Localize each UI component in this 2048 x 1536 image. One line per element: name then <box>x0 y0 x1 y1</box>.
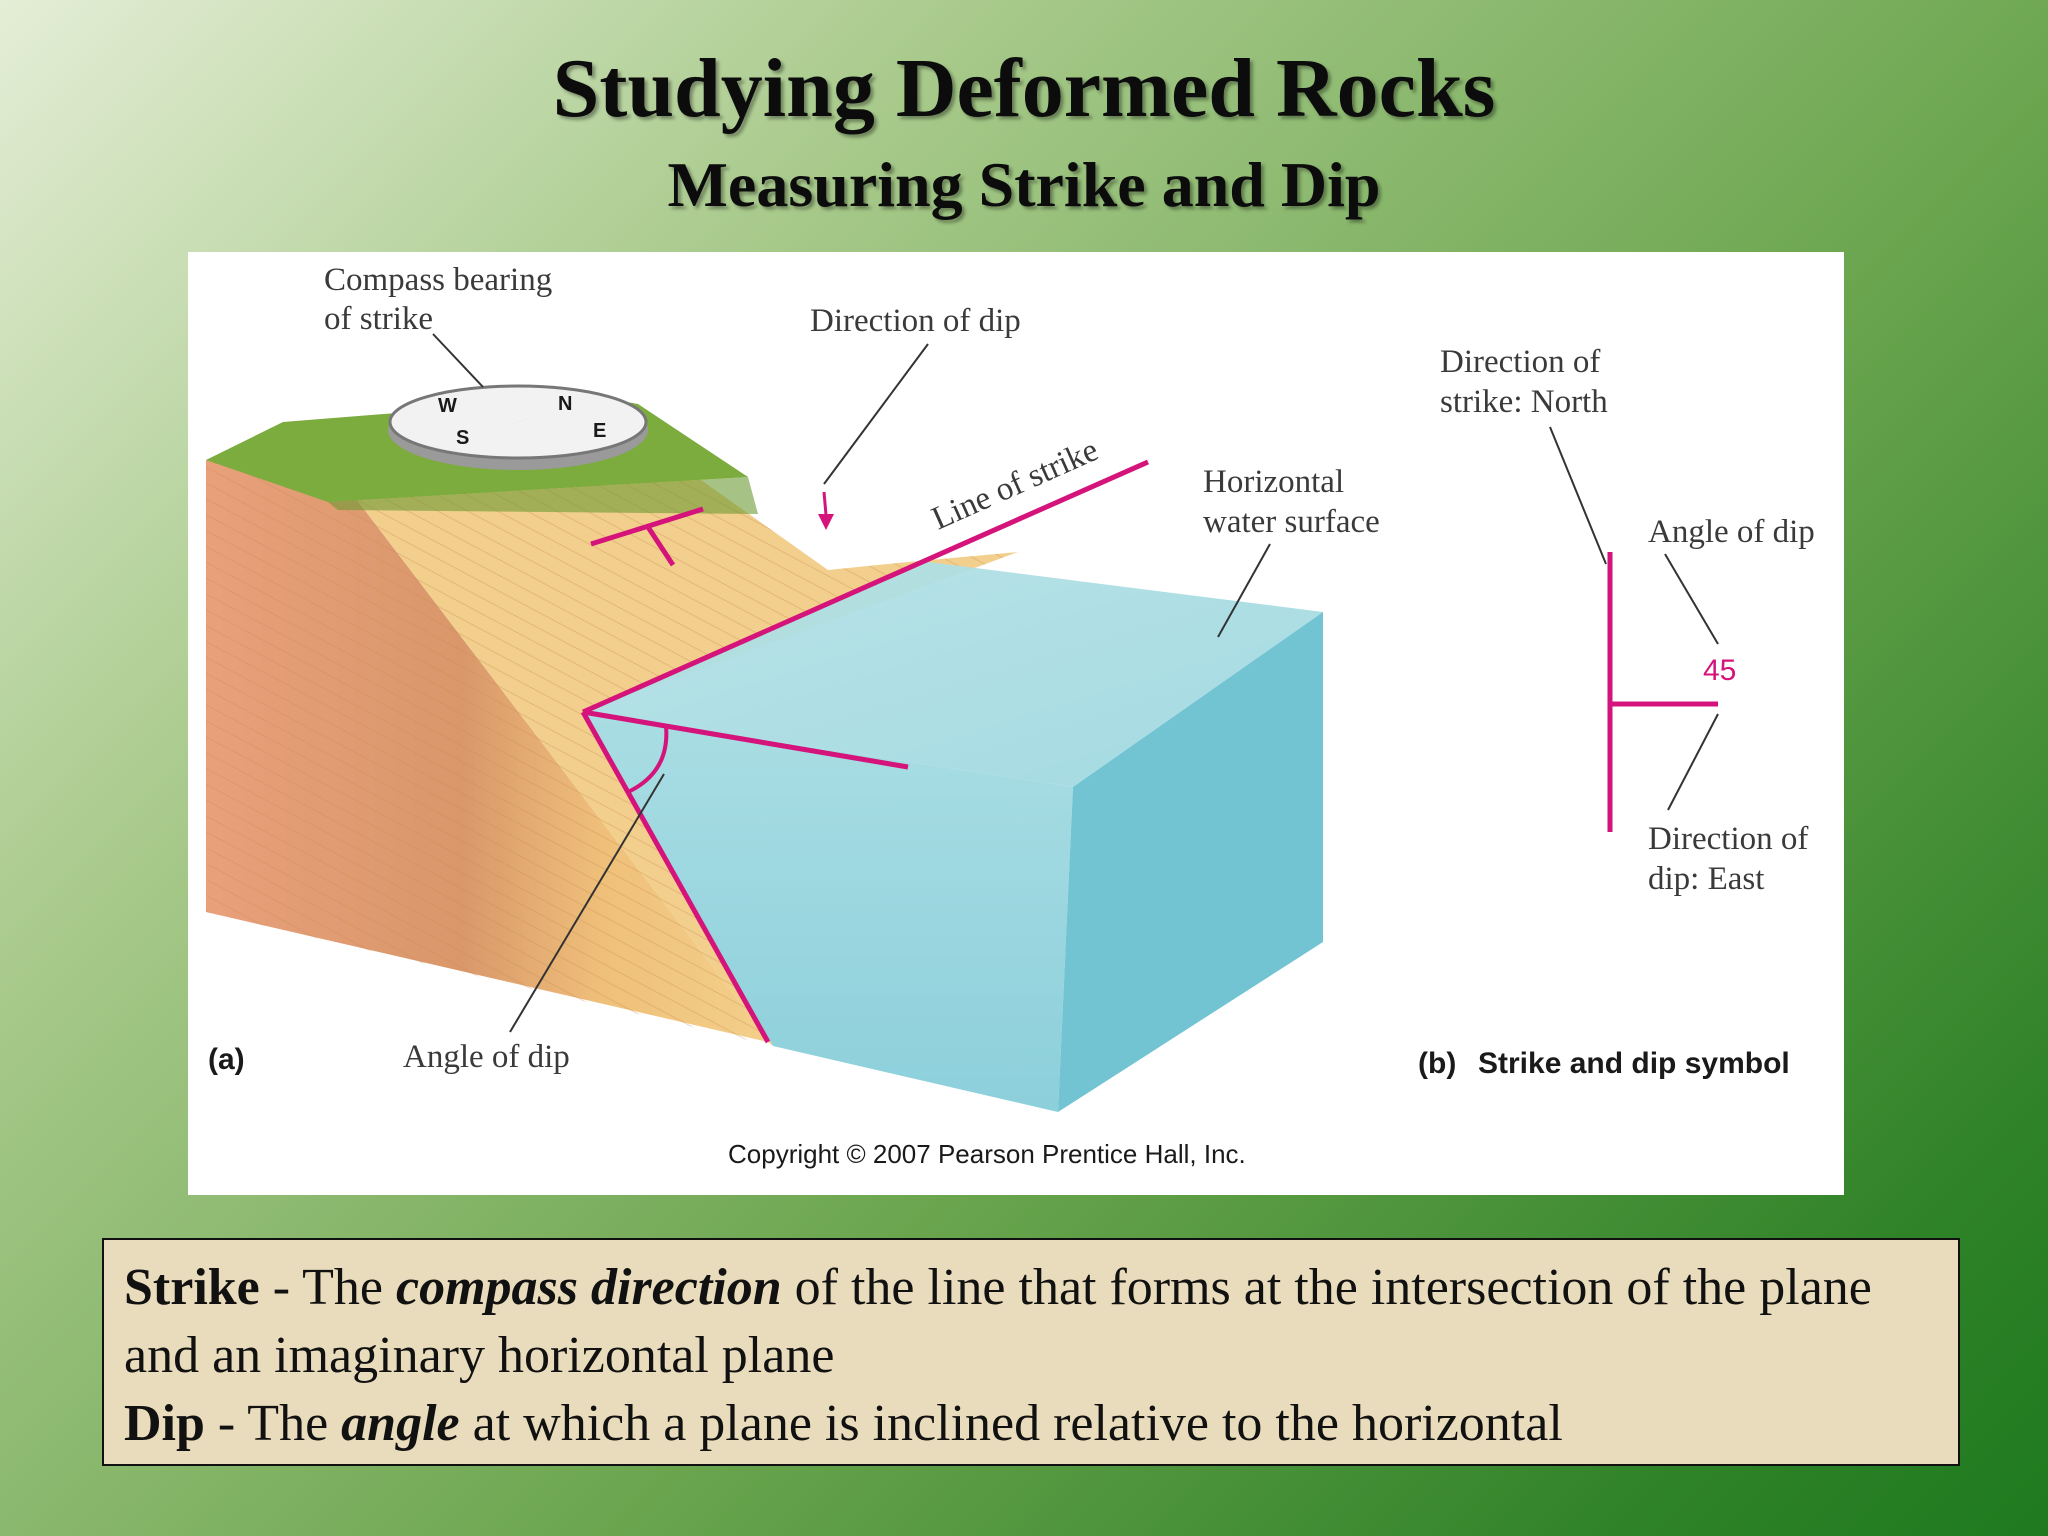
compass-e: E <box>593 420 606 442</box>
direction-of-strike-label-1: Direction of <box>1440 344 1600 380</box>
compass-bearing-label-1: Compass bearing <box>324 262 552 298</box>
compass-s: S <box>456 427 469 449</box>
strike-emphasis: compass direction <box>396 1259 782 1316</box>
water-side <box>1058 612 1323 1112</box>
horizontal-intersection <box>582 709 909 770</box>
dip-sep: - The <box>204 1395 342 1452</box>
dip-direction-arrow <box>818 491 834 530</box>
dip-definition: Dip - The angle at which a plane is incl… <box>124 1390 1938 1458</box>
angle-of-dip-label-b: Angle of dip <box>1648 514 1815 550</box>
strike-term: Strike <box>124 1259 260 1316</box>
horizontal-water-label-1: Horizontal <box>1203 464 1344 500</box>
rock-strike-dip-mark <box>590 506 704 567</box>
direction-of-dip-label-b-2: dip: East <box>1648 861 1764 897</box>
compass-icon: N S E W <box>388 384 648 470</box>
direction-of-strike-label-2: strike: North <box>1440 384 1608 420</box>
strike-dip-figure: N S E W Compass bearing of str <box>188 252 1844 1195</box>
strike-dip-diagram: N S E W Compass bearing of str <box>206 262 1815 1169</box>
compass-bearing-label-2: of strike <box>324 301 433 337</box>
slide-subtitle: Measuring Strike and Dip <box>667 149 1381 220</box>
strike-sep: - The <box>259 1259 396 1316</box>
angle-of-dip-label-a: Angle of dip <box>403 1039 570 1075</box>
definitions-box: Strike - The compass direction of the li… <box>102 1238 1960 1466</box>
strike-dip-symbol <box>1607 552 1718 832</box>
dip-value-label: 45 <box>1703 654 1736 687</box>
compass-w: W <box>438 395 457 417</box>
direction-of-dip-label: Direction of dip <box>810 303 1021 339</box>
line-of-strike <box>581 459 1150 715</box>
water-front <box>583 712 1073 1112</box>
dip-line <box>580 710 771 1044</box>
direction-of-dip-label-b-1: Direction of <box>1648 821 1808 857</box>
compass-n: N <box>558 393 572 415</box>
water-top <box>583 562 1323 787</box>
horizontal-water-label-2: water surface <box>1203 504 1380 540</box>
panel-b-letter: (b) <box>1418 1047 1456 1080</box>
panel-b-title: Strike and dip symbol <box>1478 1047 1790 1080</box>
dip-emphasis: angle <box>341 1395 460 1452</box>
dip-term: Dip <box>124 1395 205 1452</box>
dip-angle-arc <box>627 725 669 794</box>
dip-rest: at which a plane is inclined relative to… <box>459 1395 1563 1452</box>
strike-definition: Strike - The compass direction of the li… <box>124 1254 1938 1390</box>
strike-rest: of the line that forms at the intersecti… <box>124 1259 1872 1384</box>
panel-a-label: (a) <box>208 1043 245 1076</box>
slide-title: Studying Deformed Rocks <box>552 42 1496 135</box>
copyright-notice: Copyright © 2007 Pearson Prentice Hall, … <box>728 1139 1246 1169</box>
